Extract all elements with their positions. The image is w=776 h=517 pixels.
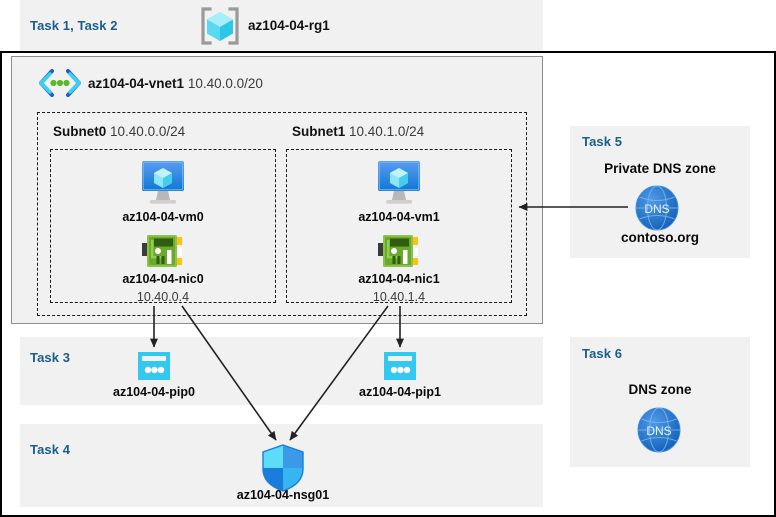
vnet-container xyxy=(11,56,543,324)
virtual-machine-icon xyxy=(374,158,424,206)
dns-globe-icon: DNS xyxy=(634,406,684,454)
task3-panel xyxy=(20,337,543,405)
diagram-outer-frame xyxy=(0,51,776,517)
task4-label: Task 4 xyxy=(30,442,71,457)
nic1-label: az104-04-nic1 xyxy=(358,272,440,286)
nsg-label: az104-04-nsg01 xyxy=(236,488,330,502)
vnet-title: az104-04-vnet1 10.40.0.0/20 xyxy=(88,75,263,93)
pip1-label: az104-04-pip1 xyxy=(359,385,441,399)
subnet1-title: Subnet1 10.40.1.0/24 xyxy=(292,123,424,141)
task1-task2-label: Task 1, Task 2 xyxy=(30,18,118,33)
subnet1-name: Subnet1 xyxy=(292,124,346,139)
task5-heading: Private DNS zone xyxy=(604,161,716,176)
resource-group-cube-icon xyxy=(196,5,244,47)
subnets-container xyxy=(37,112,527,316)
network-security-group-shield-icon xyxy=(261,444,305,492)
subnet0-cidr: 10.40.0.0/24 xyxy=(110,124,186,139)
task5-label: Task 5 xyxy=(582,134,623,149)
nic0-label: az104-04-nic0 xyxy=(122,272,204,286)
vm1-label: az104-04-vm1 xyxy=(358,210,440,224)
dns-globe-icon: DNS xyxy=(632,184,682,232)
public-ip-address-icon xyxy=(382,350,418,382)
pip0-label: az104-04-pip0 xyxy=(113,385,195,399)
vm0-label: az104-04-vm0 xyxy=(122,210,204,224)
task6-heading: DNS zone xyxy=(628,382,692,397)
dns-icon-text: DNS xyxy=(644,202,669,216)
virtual-machine-icon xyxy=(138,158,188,206)
task6-label: Task 6 xyxy=(582,346,623,361)
subnet1-box xyxy=(286,149,512,303)
nic1-private-ip: 10.40.1.4 xyxy=(372,290,426,304)
resource-group-name: az104-04-rg1 xyxy=(248,18,330,33)
task1-task2-panel xyxy=(20,0,543,51)
network-interface-icon xyxy=(378,232,420,270)
subnet0-box xyxy=(50,149,276,303)
nic0-private-ip: 10.40.0.4 xyxy=(136,290,190,304)
subnet0-name: Subnet0 xyxy=(53,124,107,139)
task5-zone-name: contoso.org xyxy=(621,230,699,245)
network-interface-icon xyxy=(142,232,184,270)
vnet-name: az104-04-vnet1 xyxy=(88,76,185,91)
public-ip-address-icon xyxy=(136,350,172,382)
subnet0-title: Subnet0 10.40.0.0/24 xyxy=(53,123,185,141)
subnet1-cidr: 10.40.1.0/24 xyxy=(349,124,425,139)
virtual-network-icon xyxy=(36,68,84,98)
vnet-address-space: 10.40.0.0/20 xyxy=(187,76,263,91)
dns-icon-text: DNS xyxy=(646,424,671,438)
task3-label: Task 3 xyxy=(30,350,71,365)
